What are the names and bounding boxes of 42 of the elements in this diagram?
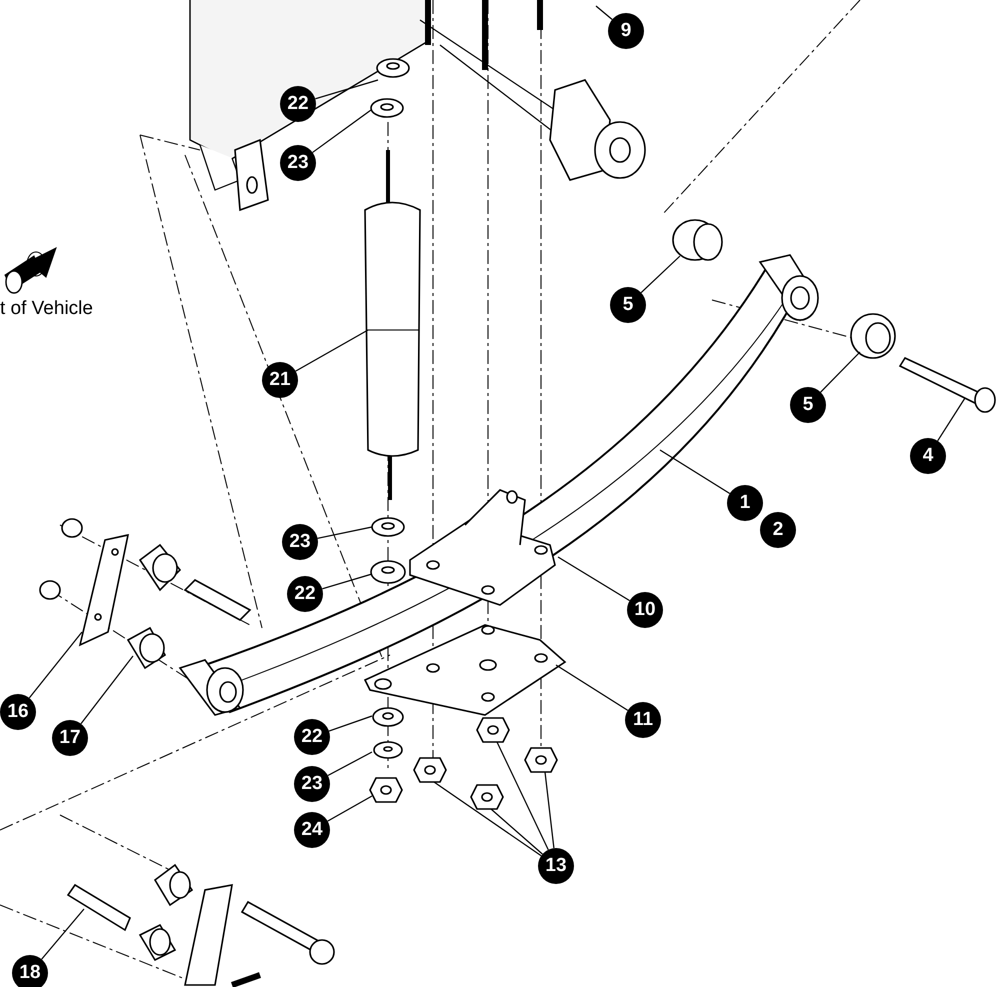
leader-line: [660, 450, 730, 494]
callout-number: 18: [12, 955, 48, 987]
leader-line: [434, 782, 542, 856]
callout-number: 22: [287, 576, 323, 612]
callout-number: 23: [294, 766, 330, 802]
callout-number: 24: [294, 812, 330, 848]
leader-line: [312, 110, 372, 153]
callout-number: 16: [0, 694, 36, 730]
callout-number: 5: [610, 287, 646, 323]
callout-number: 2: [760, 512, 796, 548]
leader-line: [328, 715, 372, 732]
callout-number: 23: [282, 524, 318, 560]
leader-line: [80, 656, 134, 724]
callout-number: 10: [627, 592, 663, 628]
leader-line: [496, 742, 549, 850]
leader-line: [295, 329, 368, 372]
callout-number: 21: [262, 362, 298, 398]
callout-number: 11: [625, 702, 661, 738]
callout-number: 22: [294, 719, 330, 755]
leader-line: [937, 398, 966, 442]
callout-number: 4: [910, 438, 946, 474]
leader-line: [558, 556, 630, 602]
callout-number: 5: [790, 387, 826, 423]
leader-line: [640, 256, 680, 294]
leader-line: [318, 526, 372, 539]
direction-label: t of Vehicle: [0, 298, 93, 320]
leader-line: [315, 79, 378, 100]
callout-number: 23: [280, 145, 316, 181]
leader-line: [28, 632, 82, 698]
leader-line: [544, 772, 554, 848]
leader-line: [556, 664, 628, 711]
callout-number: 17: [52, 720, 88, 756]
leader-line: [490, 808, 543, 855]
callout-number: 9: [608, 13, 644, 49]
leader-line: [327, 795, 372, 822]
callout-number: 13: [538, 848, 574, 884]
leader-line: [328, 751, 372, 776]
leader-line: [41, 908, 84, 960]
leader-line: [322, 573, 372, 590]
leader-line: [820, 352, 860, 393]
leader-line: [596, 6, 613, 20]
callout-number: 1: [727, 485, 763, 521]
